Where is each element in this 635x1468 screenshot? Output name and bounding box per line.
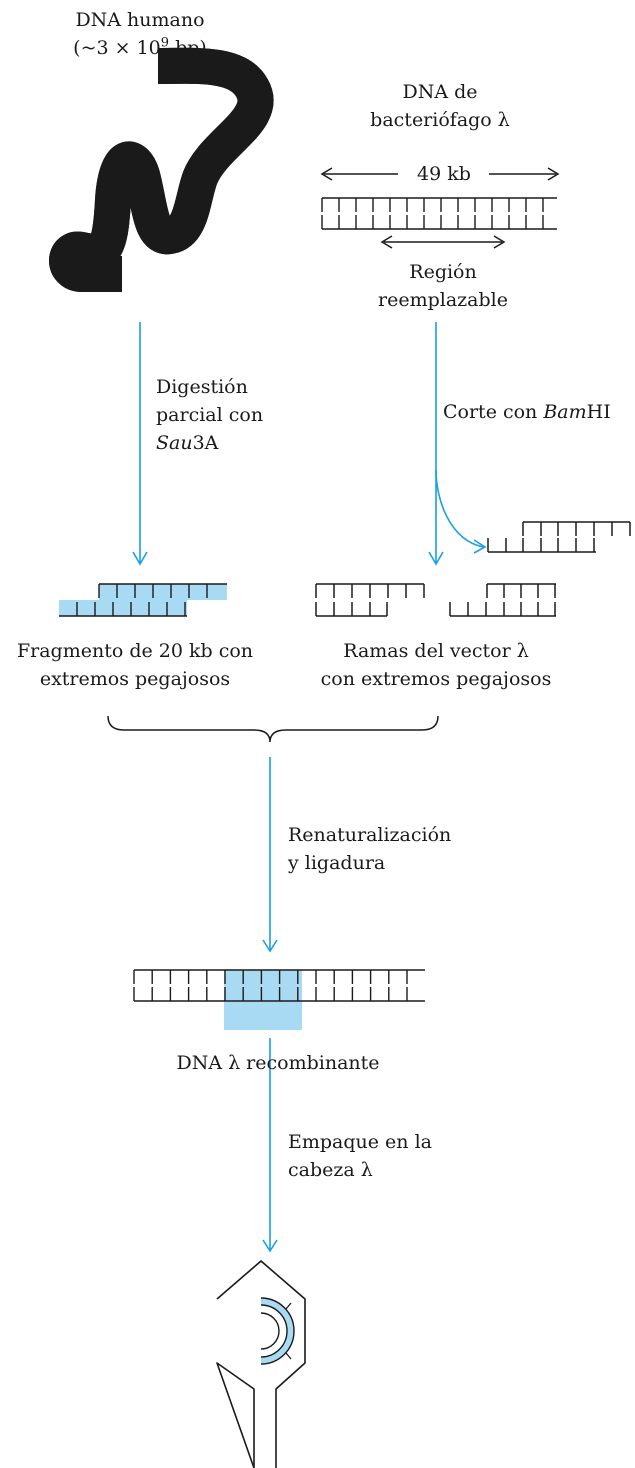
annealing-line1: Renaturalización: [288, 824, 452, 846]
annealing-line2: y ligadura: [288, 852, 386, 874]
bam-rest: HI: [586, 401, 611, 423]
digestion-enzyme: Sau3A: [156, 429, 263, 457]
sau-rest: 3A: [192, 432, 219, 454]
human-fragment-20kb: [59, 583, 227, 617]
replaceable-line2: reemplazable: [378, 289, 508, 311]
phage-dna-line1: DNA de: [402, 81, 478, 103]
human-dna-coil: [67, 48, 256, 292]
recombinant-label: DNA λ recombinante: [176, 1052, 380, 1074]
phage-length-arrow: [320, 167, 560, 181]
phage-length-label: 49 kb: [417, 163, 471, 185]
cut-prefix: Corte con: [443, 401, 544, 423]
replaceable-region-arrow: [380, 235, 506, 249]
packaging-line1: Empaque en la: [288, 1131, 432, 1153]
human-dna-title: DNA humano (~3 × 109 bp): [40, 6, 240, 62]
digestion-line1: Digestión: [156, 376, 248, 398]
grouping-brace: [107, 715, 439, 743]
phage-dna-duplex: [321, 197, 557, 230]
bamhi-cut-arrow: [428, 322, 487, 566]
annealing-label: Renaturalización y ligadura: [288, 821, 451, 877]
replaceable-region-label: Región reemplazable: [343, 258, 543, 314]
phage-dna-title: DNA de bacteriófago λ: [340, 78, 540, 134]
annealing-arrow: [262, 757, 278, 953]
cut-label: Corte con BamHI: [443, 398, 611, 426]
packaging-line2: cabeza λ: [288, 1159, 373, 1181]
digestion-label: Digestión parcial con Sau3A: [156, 373, 263, 457]
human-dna-units: bp): [169, 37, 207, 59]
digestion-line2: parcial con: [156, 404, 264, 426]
bam-italic: Bam: [543, 401, 587, 423]
packaging-arrow: [262, 1038, 278, 1253]
digestion-arrow: [132, 322, 148, 566]
vector-arm-left: [315, 583, 425, 617]
human-dna-size: (~3 × 10: [73, 37, 161, 59]
stuffer-fragment: [487, 521, 631, 553]
recombinant-dna: [133, 969, 425, 1030]
human-dna-exponent: 9: [160, 35, 170, 51]
phage-head: [216, 1260, 306, 1468]
packaging-label: Empaque en la cabeza λ: [288, 1128, 432, 1184]
fragment-label: Fragmento de 20 kb con extremos pegajoso…: [0, 637, 270, 693]
human-dna-line2: (~3 × 109 bp): [40, 34, 240, 62]
arms-line1: Ramas del vector λ: [343, 640, 529, 662]
fragment-line2: extremos pegajosos: [39, 668, 231, 690]
arms-line2: con extremos pegajosos: [320, 668, 552, 690]
fragment-line1: Fragmento de 20 kb con: [16, 640, 254, 662]
arms-label: Ramas del vector λ con extremos pegajoso…: [302, 637, 570, 693]
human-dna-line1: DNA humano: [75, 9, 205, 31]
phage-dna-line2: bacteriófago λ: [370, 109, 510, 131]
vector-arm-right: [449, 583, 556, 617]
sau-italic: Sau: [156, 432, 193, 454]
replaceable-line1: Región: [409, 261, 477, 283]
